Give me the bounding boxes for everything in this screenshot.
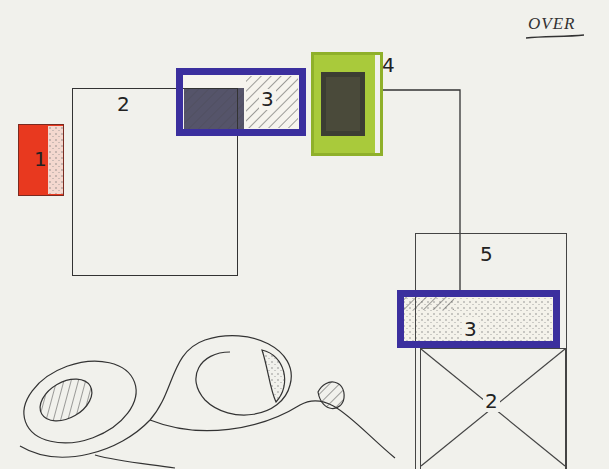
callout-number: 3 (259, 89, 276, 110)
callout-number: 2 (483, 391, 500, 412)
callout-number: 2 (115, 94, 132, 115)
bar-stipple (404, 297, 553, 341)
bar-hatch (246, 76, 298, 128)
dark-square (184, 88, 244, 130)
cross-line (421, 349, 565, 466)
scribble-sketch (13, 336, 395, 468)
dark-hatch (184, 88, 244, 130)
cross-line (421, 349, 565, 466)
underline (526, 35, 584, 38)
green-box: 4 (311, 52, 383, 156)
callout-number: 1 (32, 149, 49, 170)
callout-number: 4 (380, 55, 397, 76)
green-dark-square (321, 72, 365, 136)
plan-square: 2 (72, 88, 238, 276)
note-text: OVER (528, 14, 575, 34)
green-fill (311, 52, 375, 156)
stipple (48, 126, 63, 194)
red-box: 1 (18, 124, 64, 196)
red-fill (18, 124, 64, 196)
bar-interior (404, 297, 553, 341)
callout-number: 5 (478, 244, 495, 265)
frame-box: 5 (415, 233, 567, 469)
bar-interior (182, 74, 300, 130)
stipple-strip (48, 126, 63, 194)
blue-bar: 3 (397, 290, 560, 348)
cross-square: 2 (420, 348, 566, 469)
green-inner (326, 77, 360, 131)
bar-hatch (404, 297, 454, 310)
wall-line (383, 90, 460, 290)
blue-bar: 3 (176, 68, 306, 136)
callout-number: 3 (462, 319, 479, 340)
